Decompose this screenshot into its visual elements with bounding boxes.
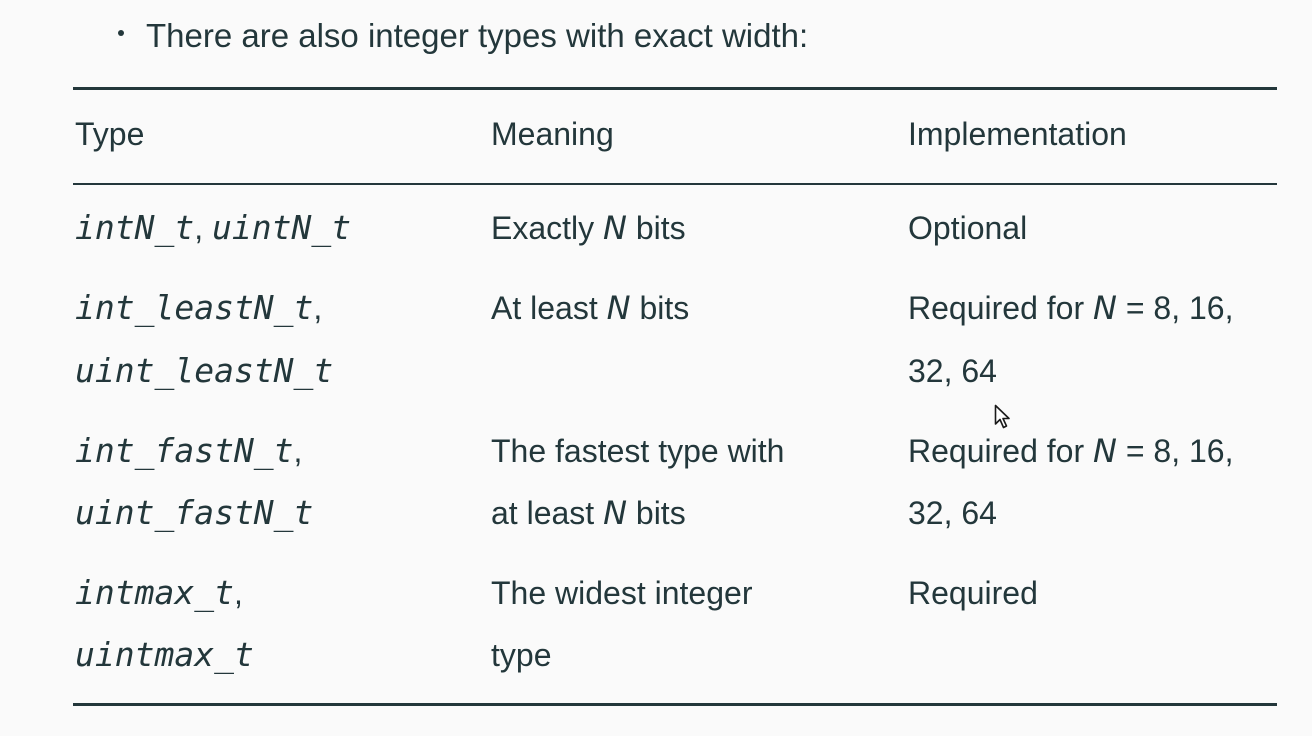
table-row-2-type-line-2: uint_leastN_t	[75, 340, 333, 402]
table-row-4-meaning-line-1: The widest integer	[491, 575, 753, 611]
header-type: Type	[75, 116, 145, 152]
implementation-text: Required for	[908, 433, 1093, 469]
meaning-text: at least	[491, 495, 604, 531]
variable-n: N	[603, 209, 627, 247]
type-name: intmax_t	[75, 573, 234, 612]
bullet-item: There are also integer types with exact …	[118, 14, 808, 58]
table-row-3-implementation-line-1: Required for N = 8, 16,	[908, 420, 1233, 482]
table-row-3-type-line-2: uint_fastN_t	[75, 482, 313, 544]
type-name: uintN_t	[212, 208, 352, 247]
table-row-2-implementation-line-1: Required for N = 8, 16,	[908, 277, 1233, 339]
intro-text: There are also integer types with exact …	[146, 17, 809, 54]
table-row-2-meaning: At least N bits	[491, 277, 689, 339]
mouse-pointer-icon	[994, 404, 1012, 435]
table-row-1-meaning: Exactly N bits	[491, 197, 686, 259]
separator: ,	[233, 575, 243, 611]
implementation-text: = 8, 16,	[1116, 433, 1234, 469]
table-row-4-type-line-1: intmax_t,	[75, 562, 243, 624]
separator: ,	[313, 290, 323, 326]
table-bottom-rule	[73, 703, 1277, 706]
type-name: uint_fastN_t	[75, 493, 314, 532]
implementation-text: = 8, 16,	[1116, 290, 1234, 326]
type-name: intN_t	[75, 208, 195, 247]
type-name: uint_leastN_t	[75, 351, 334, 390]
table-row-3-implementation-line-2: 32, 64	[908, 495, 997, 531]
meaning-text: bits	[626, 210, 686, 246]
header-implementation: Implementation	[908, 116, 1127, 152]
implementation-text: Required for	[908, 290, 1093, 326]
variable-n: N	[603, 494, 627, 532]
bullet-dot	[118, 30, 124, 37]
table-row-3-meaning-line-2: at least N bits	[491, 482, 686, 544]
variable-n: N	[1092, 289, 1117, 327]
separator: ,	[194, 210, 204, 246]
table-top-rule	[73, 87, 1277, 90]
table-row-2-type-line-1: int_leastN_t,	[75, 277, 322, 339]
meaning-text: Exactly	[491, 210, 604, 246]
meaning-text: bits	[627, 495, 686, 531]
table-header-rule	[73, 183, 1277, 185]
separator: ,	[293, 433, 303, 469]
meaning-text: At least	[491, 290, 607, 326]
header-meaning: Meaning	[491, 116, 614, 152]
meaning-text: bits	[630, 290, 690, 326]
table-row-4-implementation: Required	[908, 575, 1038, 611]
type-name: uintmax_t	[75, 635, 254, 674]
table-row-1-implementation: Optional	[908, 210, 1028, 246]
table-row-4-meaning-line-2: type	[491, 637, 552, 673]
variable-n: N	[1092, 432, 1117, 470]
table-row-3-meaning-line-1: The fastest type with	[491, 433, 785, 469]
table-row-4-type-line-2: uintmax_t	[75, 624, 254, 686]
type-name: int_fastN_t	[75, 431, 294, 470]
table-row-2-implementation-line-2: 32, 64	[908, 353, 997, 389]
variable-n: N	[606, 289, 631, 327]
type-name: int_leastN_t	[75, 288, 314, 327]
table-row-3-type-line-1: int_fastN_t,	[75, 420, 302, 482]
table-row-1-type: intN_t, uintN_t	[75, 197, 351, 259]
